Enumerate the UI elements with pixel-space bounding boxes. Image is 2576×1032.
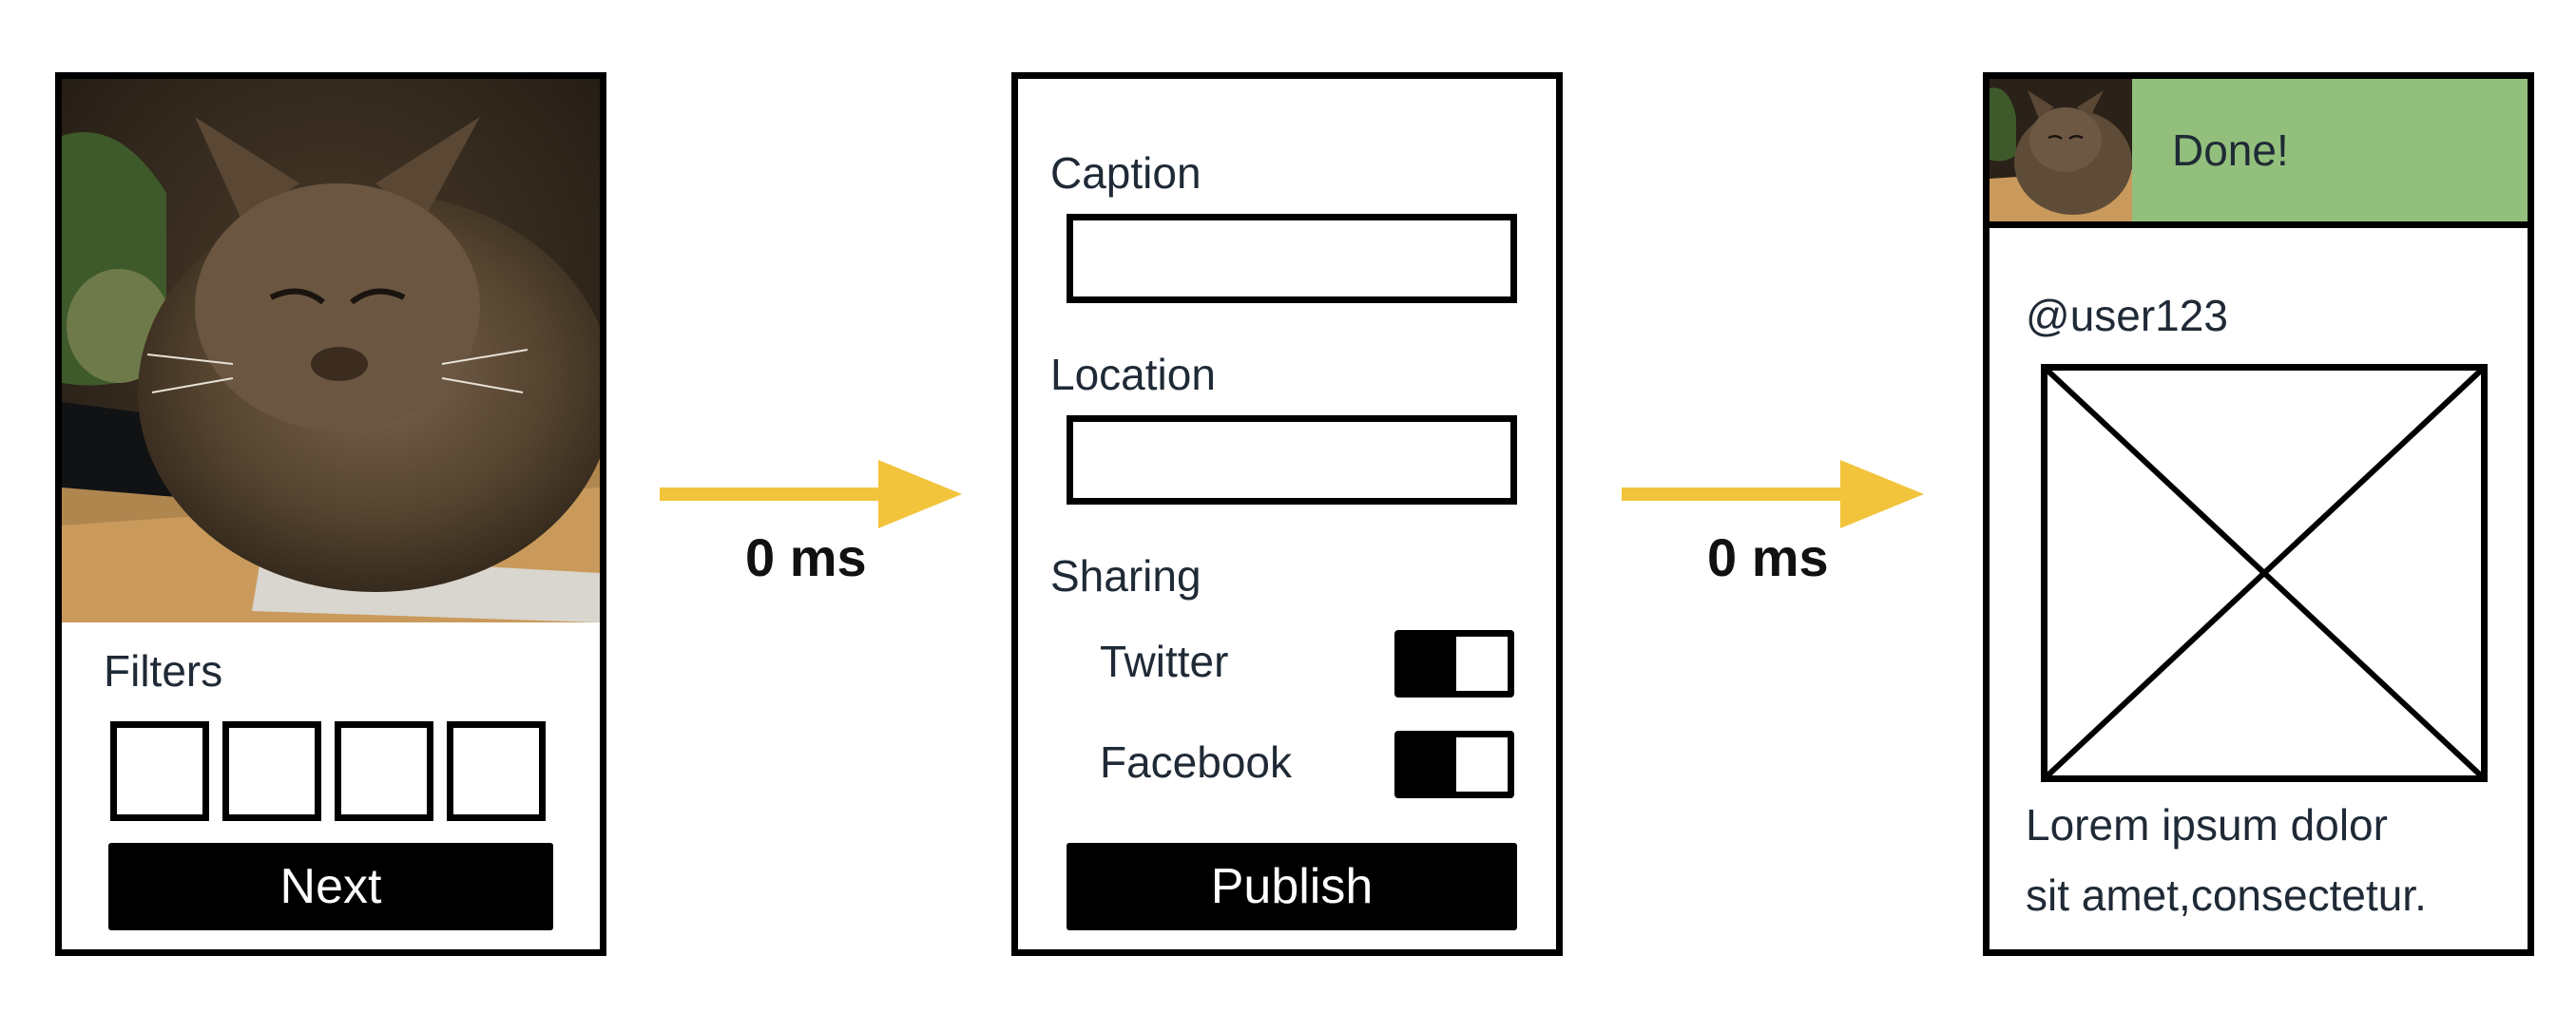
- post-thumbnail: [1990, 79, 2132, 221]
- publish-button[interactable]: Publish: [1067, 843, 1517, 930]
- image-placeholder-icon: [2041, 364, 2488, 782]
- cat-photo: [62, 79, 600, 622]
- filter-option-2[interactable]: [222, 721, 321, 821]
- post-body-line-2: sit amet,consectetur.: [2026, 870, 2427, 920]
- toggle-knob: [1401, 737, 1456, 792]
- screen-post-details: Caption Location Sharing Twitter Faceboo…: [1011, 72, 1563, 956]
- facebook-toggle[interactable]: [1394, 731, 1514, 798]
- screen-post-published: Done! @user123 Lorem ipsum dolor sit ame…: [1983, 72, 2534, 956]
- sharing-label: Sharing: [1050, 551, 1201, 601]
- next-button[interactable]: Next: [108, 843, 553, 930]
- filter-option-1[interactable]: [110, 721, 209, 821]
- filter-option-3[interactable]: [335, 721, 433, 821]
- screen-filters: Filters Next: [55, 72, 606, 956]
- facebook-label: Facebook: [1100, 737, 1293, 787]
- success-banner-text: Done!: [2172, 125, 2289, 175]
- filters-label: Filters: [104, 646, 223, 696]
- location-label: Location: [1050, 350, 1216, 399]
- twitter-label: Twitter: [1100, 637, 1229, 686]
- username: @user123: [2026, 291, 2228, 340]
- location-input[interactable]: [1067, 415, 1517, 505]
- caption-input[interactable]: [1067, 214, 1517, 303]
- twitter-toggle[interactable]: [1394, 630, 1514, 698]
- toggle-knob: [1401, 637, 1456, 691]
- arrow-right-icon: [660, 460, 962, 528]
- filter-option-4[interactable]: [447, 721, 546, 821]
- transition-delay-label: 0 ms: [1707, 527, 1829, 587]
- header-divider: [1990, 221, 2528, 228]
- success-banner: [2132, 79, 2528, 221]
- transition-delay-label: 0 ms: [745, 527, 867, 587]
- caption-label: Caption: [1050, 148, 1201, 198]
- post-body-line-1: Lorem ipsum dolor: [2026, 800, 2388, 850]
- arrow-right-icon: [1622, 460, 1924, 528]
